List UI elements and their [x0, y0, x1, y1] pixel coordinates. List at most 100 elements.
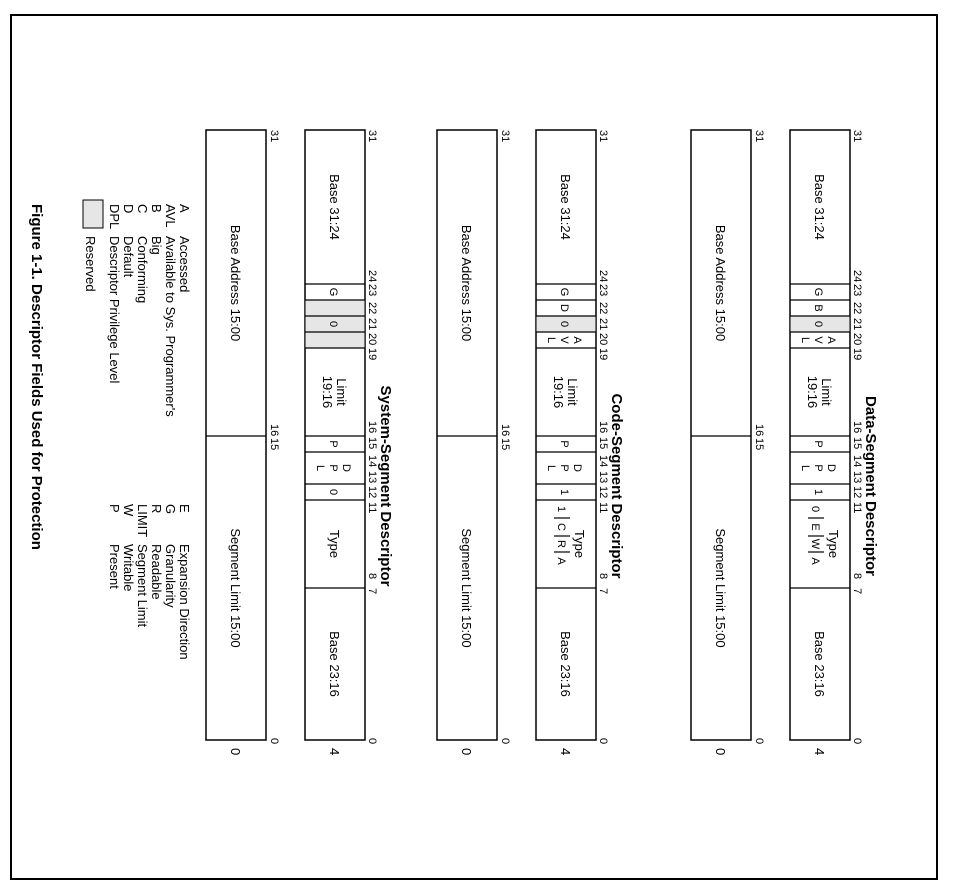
legend-text: Readable	[149, 544, 164, 600]
db-bit-label: D	[558, 304, 570, 312]
limit-19-16-label: 19:16	[320, 376, 335, 409]
word-offset: 4	[327, 748, 342, 755]
bit-13: 13	[597, 471, 609, 483]
limit-19-16-label: Limit	[819, 378, 834, 406]
legend-left-column: A Accessed AVL Available to Sys. Program…	[107, 204, 192, 417]
legend-text: Expansion Direction	[177, 544, 192, 660]
bit-7: 7	[366, 588, 378, 594]
bit-23: 23	[366, 284, 378, 296]
type-label: Type	[327, 530, 342, 558]
bit-23: 23	[597, 284, 609, 296]
type-label: Type	[572, 530, 587, 558]
bit-0: 0	[597, 738, 609, 744]
word-offset: 0	[228, 748, 243, 755]
bit-14: 14	[597, 455, 609, 467]
bit-20: 20	[851, 333, 863, 345]
dpl-label: D	[340, 464, 352, 472]
legend-text: Conforming	[135, 236, 150, 303]
dpl-label: L	[545, 465, 557, 471]
type-bit: A	[809, 557, 821, 565]
zero-bit-label: 0	[327, 321, 339, 327]
bit-16: 16	[499, 424, 511, 436]
descriptor-title: System-Segment Descriptor	[377, 386, 394, 587]
legend: A Accessed AVL Available to Sys. Program…	[82, 199, 192, 660]
bit-0: 0	[268, 738, 280, 744]
bit-16: 16	[753, 424, 765, 436]
limit-19-16-label: Limit	[565, 378, 580, 406]
type-label: Type	[826, 530, 841, 558]
dpl-label: D	[571, 464, 583, 472]
legend-text: Writable	[121, 544, 136, 591]
base-address-15-00-label: Base Address 15:00	[228, 225, 243, 341]
base-23-16-label: Base 23:16	[327, 631, 342, 697]
bit-19: 19	[366, 348, 378, 360]
segment-limit-15-00-label: Segment Limit 15:00	[459, 528, 474, 647]
p-bit-label: P	[812, 440, 824, 447]
base-address-15-00-label: Base Address 15:00	[713, 225, 728, 341]
bit-31: 31	[499, 130, 511, 142]
bit-21: 21	[366, 318, 378, 330]
type-bit: A	[555, 557, 567, 565]
g-bit-label: G	[327, 288, 339, 297]
avl-label: L	[799, 337, 811, 343]
bit-13: 13	[366, 471, 378, 483]
descriptor-word-4: 31 24 23 22 21 20 19 16 15 14 13 12 11 8…	[304, 129, 378, 755]
bit-0: 0	[753, 738, 765, 744]
bit-14: 14	[366, 455, 378, 467]
word-offset: 4	[812, 748, 827, 755]
bit-0: 0	[851, 738, 863, 744]
avl-label: A	[571, 336, 583, 344]
bit-15: 15	[499, 438, 511, 450]
bit-15: 15	[366, 437, 378, 449]
bit-19: 19	[851, 348, 863, 360]
s-bit-label: 1	[812, 489, 824, 495]
p-bit-label: P	[327, 440, 339, 447]
bit-24: 24	[851, 270, 863, 282]
legend-abbr: D	[121, 204, 136, 213]
bit-16: 16	[851, 421, 863, 433]
bit-21: 21	[597, 318, 609, 330]
legend-text: Granularity	[163, 544, 178, 608]
bit-11: 11	[366, 502, 378, 513]
dpl-label: P	[327, 464, 339, 471]
bit-23: 23	[851, 284, 863, 296]
word-offset: 0	[713, 748, 728, 755]
legend-text: Descriptor Privilege Level	[107, 236, 122, 384]
bit-15: 15	[268, 438, 280, 450]
word-0-box	[205, 129, 267, 741]
bit-0: 0	[366, 738, 378, 744]
bit-7: 7	[597, 588, 609, 594]
bit-24: 24	[597, 270, 609, 282]
base-31-24-label: Base 31:24	[327, 174, 342, 240]
type-bit: C	[555, 523, 567, 531]
descriptor-title: Data-Segment Descriptor	[862, 396, 879, 576]
base-31-24-label: Base 31:24	[558, 174, 573, 240]
s-bit-label: 0	[327, 489, 339, 495]
bit-31: 31	[366, 130, 378, 142]
limit-19-16-label: 19:16	[805, 376, 820, 409]
bit-11: 11	[851, 502, 863, 513]
legend-abbr: AVL	[163, 204, 178, 228]
type-bit: E	[809, 523, 821, 530]
bit-22: 22	[851, 302, 863, 314]
bit-21: 21	[851, 318, 863, 330]
segment-limit-15-00-label: Segment Limit 15:00	[713, 528, 728, 647]
zero-bit-label: 0	[558, 321, 570, 327]
s-bit-label: 1	[558, 489, 570, 495]
bit-16: 16	[268, 424, 280, 436]
bit-31: 31	[851, 130, 863, 142]
g-bit-label: G	[558, 288, 570, 297]
bit-15: 15	[851, 437, 863, 449]
bit-12: 12	[597, 486, 609, 498]
reserved-label: Reserved	[83, 236, 98, 292]
data-segment-descriptor: Data-Segment Descriptor 31 24 23 22 21 2…	[690, 129, 879, 755]
descriptor-word-0: 31 16 15 0 Base Address 15:00 Segment Li…	[690, 129, 765, 755]
bit-0: 0	[499, 738, 511, 744]
legend-text: Accessed	[177, 236, 192, 292]
bit-15: 15	[753, 438, 765, 450]
avl-label: V	[558, 336, 570, 344]
type-bit: W	[809, 539, 821, 550]
bit-19: 19	[597, 348, 609, 360]
type-bit: 1	[555, 506, 567, 512]
